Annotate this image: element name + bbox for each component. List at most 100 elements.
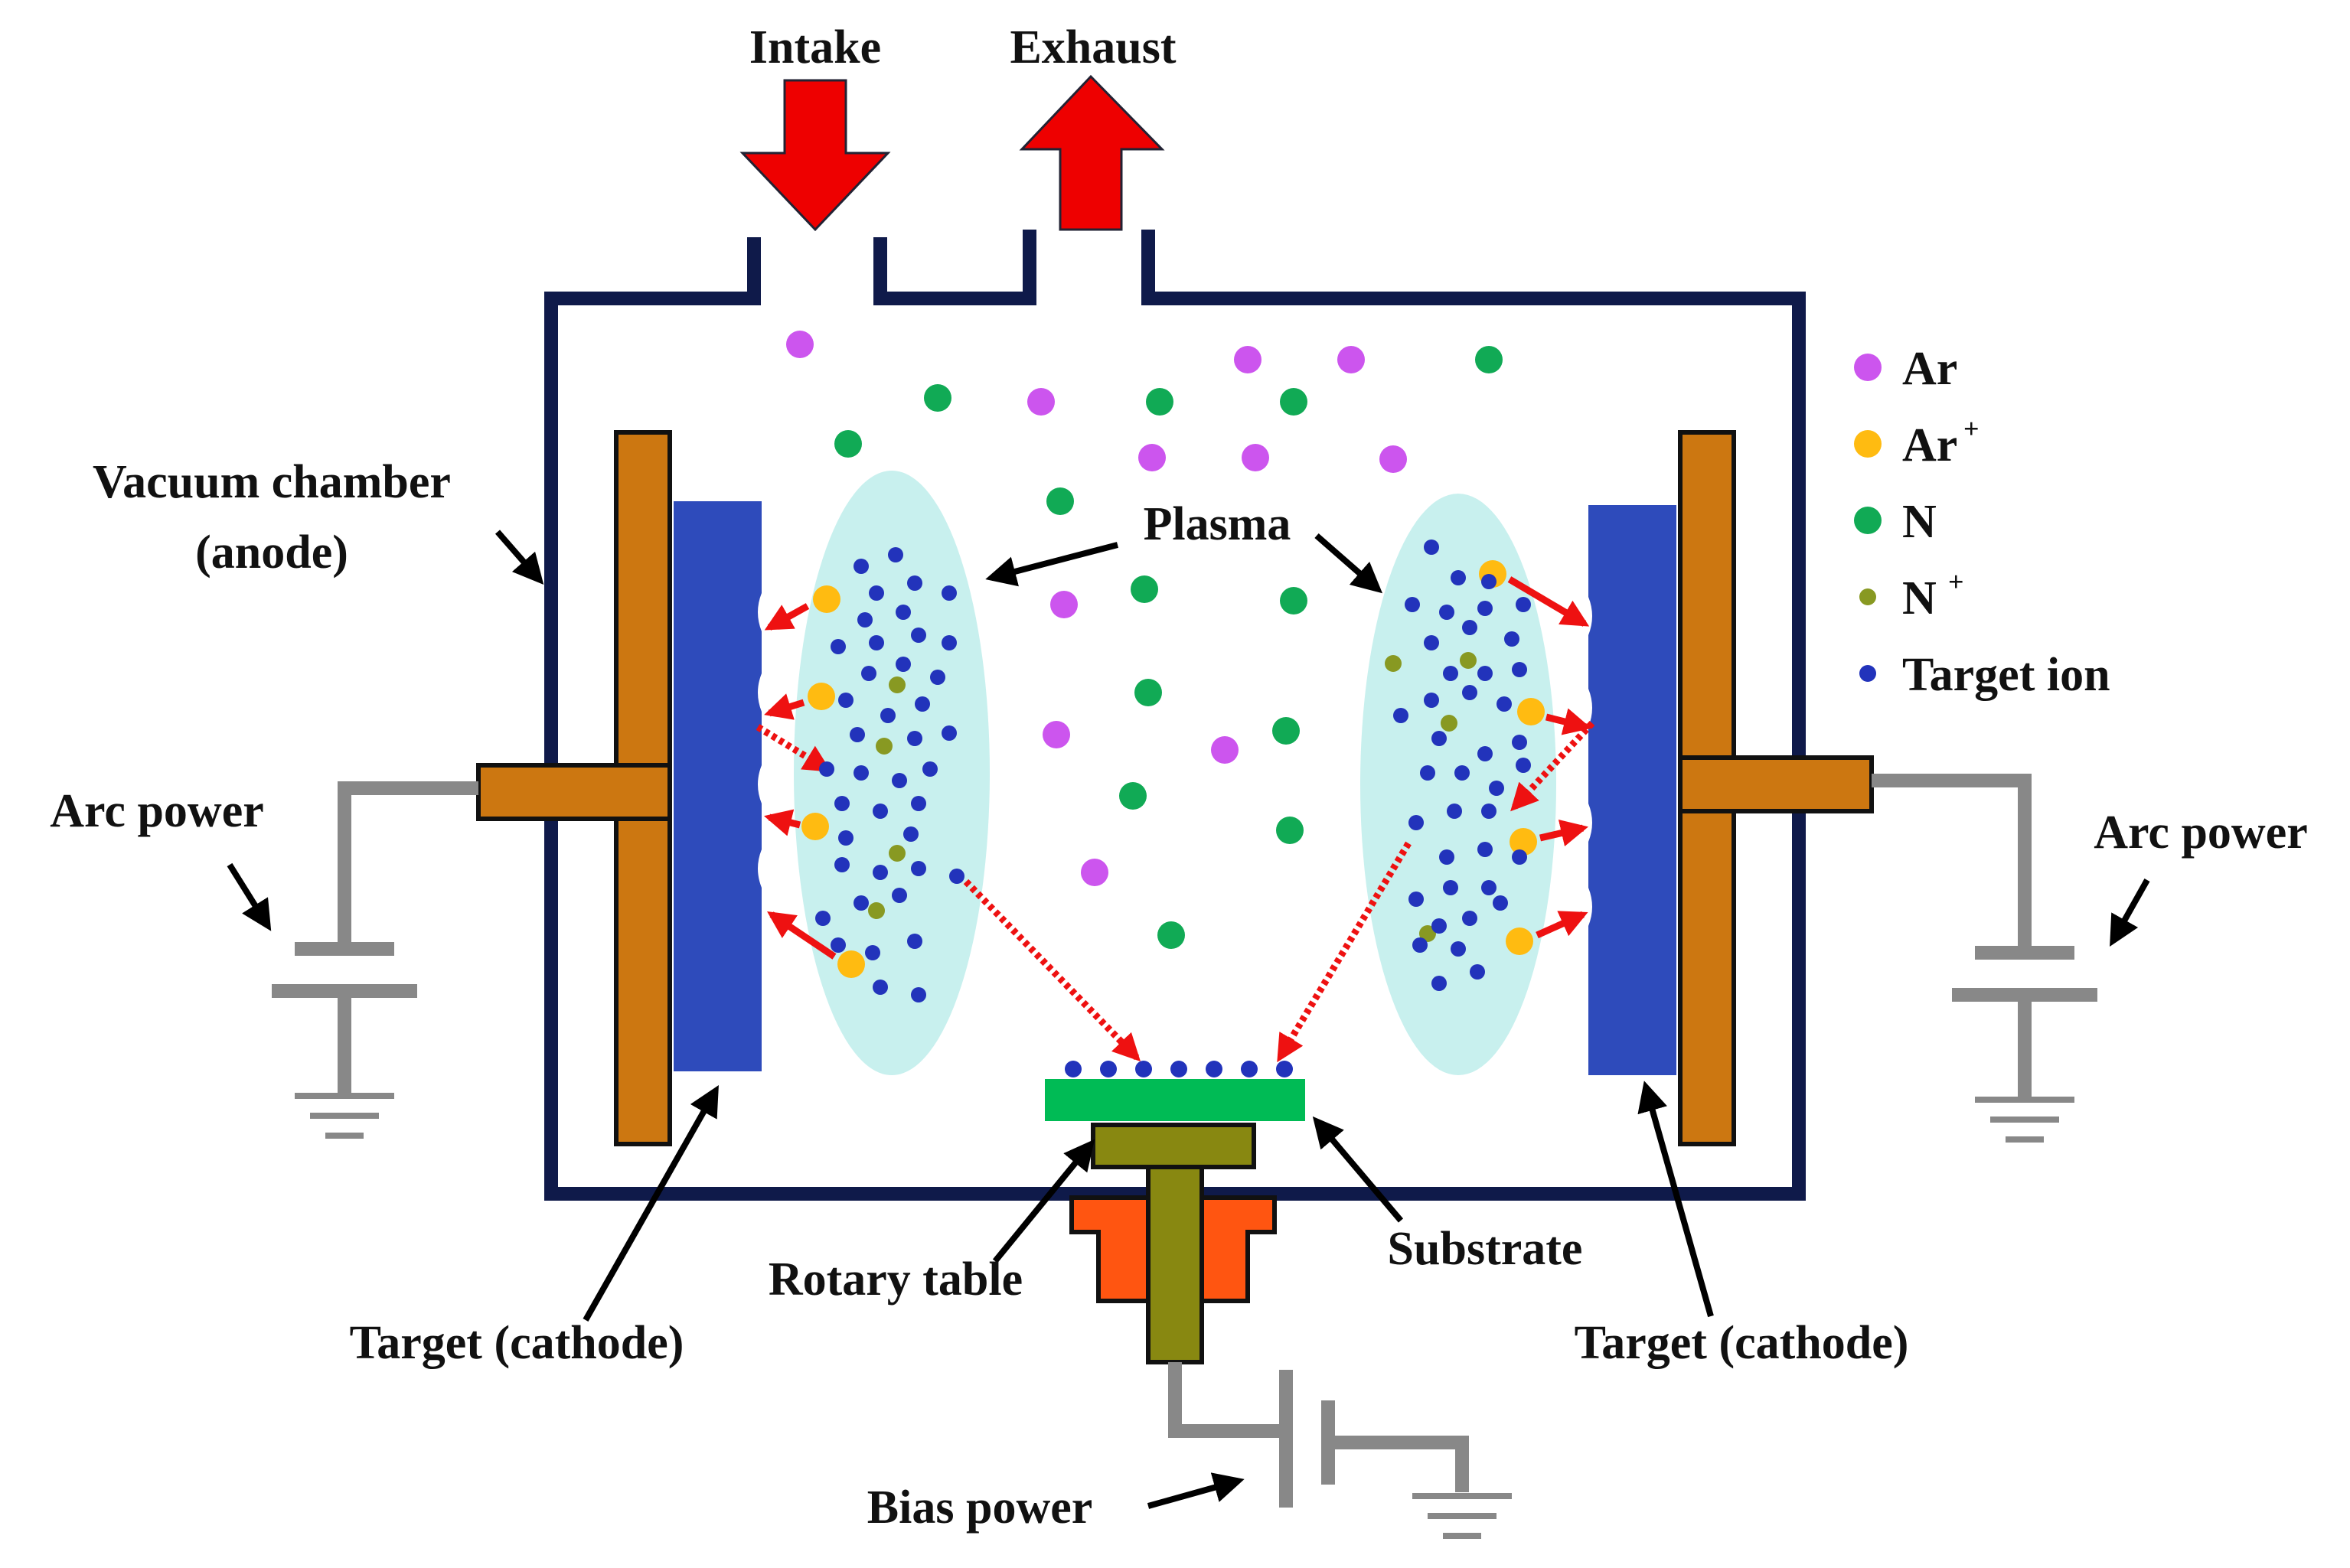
target-ion	[907, 575, 922, 591]
target-ion	[907, 934, 922, 949]
target-ion	[1408, 892, 1424, 907]
rotary-table	[1091, 1123, 1256, 1169]
plasma-label: Plasma	[1144, 498, 1291, 550]
target-ion	[1489, 781, 1504, 796]
target-ion	[949, 869, 964, 884]
target-ion	[869, 585, 884, 601]
arc-power-right-circuit	[1872, 774, 2097, 1143]
cathode-stem-right	[1678, 755, 1874, 813]
target-ion	[838, 693, 854, 708]
legend-label: N	[1902, 496, 1937, 548]
target-ion	[1516, 758, 1531, 773]
target-ion	[1496, 696, 1512, 712]
target-ion	[903, 826, 919, 842]
target-cathode-left-label: Target (cathode)	[350, 1317, 684, 1369]
target-ion	[831, 937, 846, 953]
ar-ion-arrow	[767, 911, 837, 960]
target-ion	[942, 585, 957, 601]
rotary-table-shaft	[1146, 1165, 1204, 1364]
target-ion	[1477, 666, 1493, 681]
ar-ion	[837, 950, 865, 978]
target-ion	[873, 804, 888, 819]
target-ion	[861, 666, 876, 681]
target-ion	[1470, 964, 1485, 980]
ar-atom	[1379, 445, 1407, 473]
deposited-ion	[1100, 1061, 1117, 1077]
ar-atom	[1242, 444, 1269, 471]
target-ion	[1439, 605, 1454, 620]
arc-power-left-label: Arc power	[50, 785, 263, 837]
target-ion	[1412, 937, 1428, 953]
n-atom	[834, 430, 862, 458]
target-cathode-right-label: Target (cathode)	[1575, 1317, 1909, 1369]
ar-atom	[1138, 444, 1166, 471]
target-ion	[838, 830, 854, 846]
ar-atom	[1211, 736, 1239, 764]
ar-ion	[1506, 927, 1533, 955]
ion-arrows	[756, 576, 1595, 1063]
ar-atom	[1027, 388, 1055, 416]
target-ion	[1462, 685, 1477, 700]
target-ion	[850, 727, 865, 742]
deposited-ion	[1135, 1061, 1152, 1077]
plasma-cloud-left	[794, 471, 990, 1075]
legend-label: Target ion	[1902, 649, 2110, 701]
legend-swatch	[1859, 665, 1876, 682]
exhaust-arrow	[1019, 74, 1165, 231]
target-ion	[834, 796, 850, 811]
legend-label: Ar	[1902, 343, 1957, 395]
ar-ion-arrow	[1539, 819, 1589, 847]
target-ion	[1516, 597, 1531, 612]
legend-swatch	[1854, 354, 1882, 381]
target-ion	[896, 605, 911, 620]
target-ion	[1420, 765, 1435, 781]
n-atom	[1046, 487, 1074, 515]
n-atom	[1280, 587, 1307, 614]
target-ion	[1477, 842, 1493, 857]
ar-ion	[808, 683, 835, 710]
target-ion	[930, 670, 945, 685]
target-ion	[1431, 731, 1447, 746]
legend-label-superscript: +	[1963, 413, 1980, 444]
target-ion	[854, 895, 869, 911]
ar-ion-arrow	[1507, 576, 1590, 627]
legend-label: Ar	[1902, 419, 1957, 471]
target-ion	[922, 761, 938, 777]
target-ion	[1493, 895, 1508, 911]
n-ion	[1385, 655, 1402, 672]
ar-ion-arrow	[764, 693, 805, 720]
n-atom	[1119, 782, 1147, 810]
n-atom	[1475, 346, 1503, 373]
n-atom	[1280, 388, 1307, 416]
ar-ion	[813, 585, 840, 613]
target-ion	[1481, 574, 1496, 589]
target-ion	[1504, 631, 1519, 647]
ar-ion	[1510, 828, 1537, 856]
target-ion	[854, 559, 869, 574]
target-ion	[1393, 708, 1408, 723]
target-ion	[942, 725, 957, 741]
ar-ion-arrow	[1536, 911, 1588, 939]
target-ion	[1447, 804, 1462, 819]
deposited-ion	[1065, 1061, 1082, 1077]
substrate	[1045, 1079, 1305, 1121]
target-ion	[1512, 662, 1527, 677]
exhaust-label: Exhaust	[1010, 21, 1176, 73]
target-ion	[1462, 620, 1477, 635]
deposited-ion	[1206, 1061, 1222, 1077]
target-ion	[915, 696, 930, 712]
n-atom	[1134, 679, 1162, 706]
target-ion	[873, 980, 888, 995]
target-ion	[1454, 765, 1470, 781]
legend-label: N	[1902, 572, 1937, 624]
target-ion	[854, 765, 869, 781]
target-ion	[1462, 911, 1477, 926]
substrate-label: Substrate	[1388, 1223, 1583, 1275]
target-ion	[1451, 570, 1466, 585]
target-ion	[1451, 941, 1466, 957]
n-ion	[889, 676, 906, 693]
target-ion	[1477, 746, 1493, 761]
arc-power-right-label: Arc power	[2094, 807, 2307, 859]
target-left	[674, 501, 762, 1071]
target-ion	[911, 987, 926, 1002]
